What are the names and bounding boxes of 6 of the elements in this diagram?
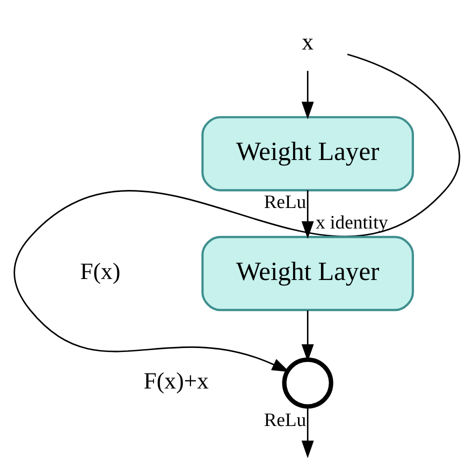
edge-label: ReLu <box>264 410 306 431</box>
label: F(x)+x <box>144 368 209 394</box>
edge-label: x identity <box>316 212 388 233</box>
edge-label: ReLu <box>264 192 306 213</box>
node-text: x <box>302 29 314 56</box>
label: F(x) <box>80 258 120 285</box>
